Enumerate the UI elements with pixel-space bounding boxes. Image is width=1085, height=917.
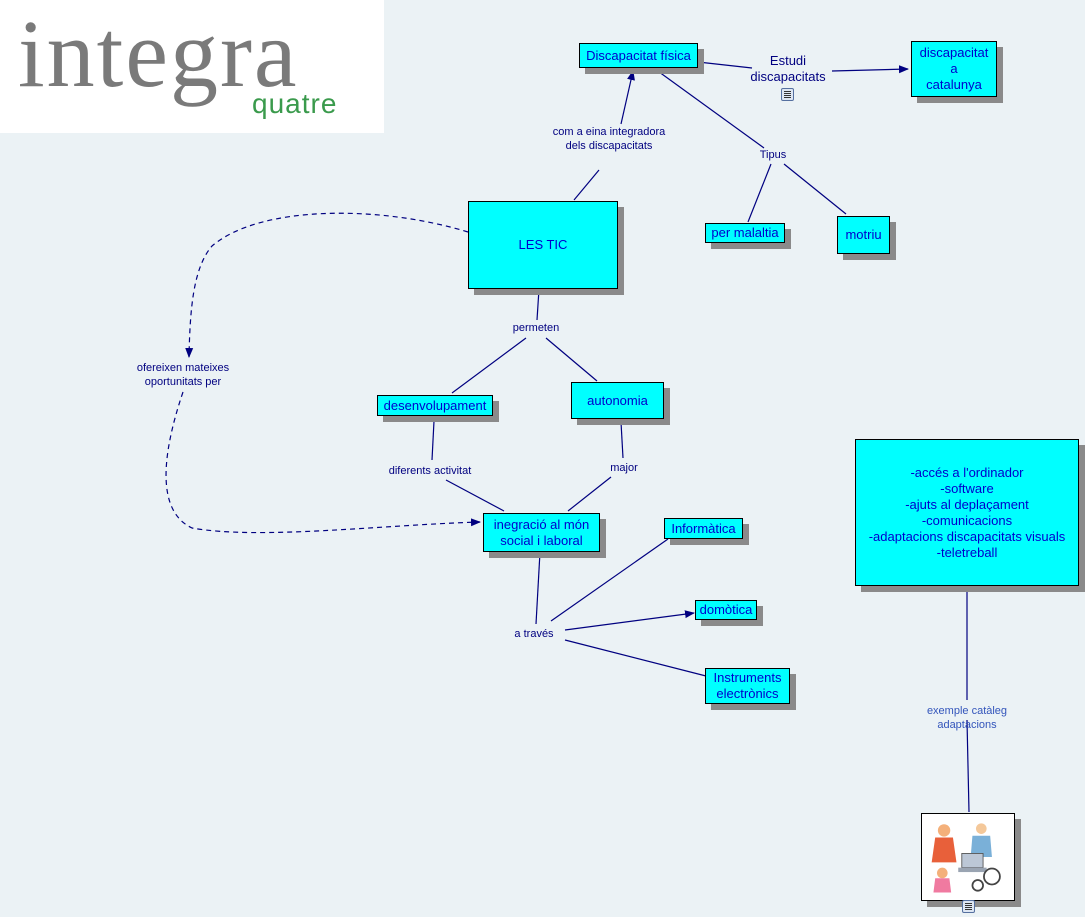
node-desenvolupament[interactable]: desenvolupament	[377, 395, 493, 416]
node-discapacitat-catalunya[interactable]: discapacitat a catalunya	[911, 41, 997, 97]
link-comaeina-fisica	[620, 70, 635, 125]
link-exemple-photo	[966, 719, 970, 813]
link-fisica-estudi	[697, 61, 753, 69]
node-instruments-electronics[interactable]: Instruments electrònics	[705, 668, 790, 704]
link-tipus-malaltia	[747, 163, 772, 223]
label-estudi-discapacitats: Estudi discapacitats	[750, 53, 826, 84]
link-fisica-tipus	[654, 68, 765, 149]
integra-quatre-logo: integra quatre	[0, 0, 384, 133]
label-com-a-eina: com a eina integradora dels discapacitat…	[552, 126, 666, 152]
link-tic-ofereixen	[185, 212, 469, 358]
link-tic-comaeina	[573, 169, 600, 201]
node-illustration[interactable]	[921, 813, 1015, 901]
link-tic-permeten	[536, 288, 540, 321]
node-domotica[interactable]: domòtica	[695, 600, 757, 620]
people-computer-illustration	[926, 818, 1010, 896]
label-exemple-cataleg: exemple catàleg adaptacions	[926, 705, 1008, 731]
document-icon[interactable]	[781, 88, 794, 101]
link-major-integracio	[567, 476, 612, 512]
link-estudi-catalunya	[831, 65, 909, 74]
label-a-traves: a través	[514, 628, 554, 640]
label-major: major	[610, 462, 638, 474]
link-integracio-atraves	[535, 551, 541, 625]
link-atraves-informatica	[550, 538, 669, 622]
label-diferents-activitat: diferents activitat	[388, 465, 472, 477]
link-ofereixen-integracio	[165, 391, 481, 534]
link-permeten-desenvolupament	[451, 337, 527, 394]
document-icon[interactable]	[962, 900, 975, 913]
link-autonomia-major	[620, 421, 624, 459]
node-per-malaltia[interactable]: per malaltia	[705, 223, 785, 243]
node-adaptacions[interactable]: -accés a l'ordinador -software -ajuts al…	[855, 439, 1079, 586]
node-motriu[interactable]: motriu	[837, 216, 890, 254]
node-discapacitat-fisica[interactable]: Discapacitat física	[579, 43, 698, 68]
node-les-tic[interactable]: LES TIC	[468, 201, 618, 289]
logo-main-text: integra	[18, 0, 299, 107]
node-autonomia[interactable]: autonomia	[571, 382, 664, 419]
node-integracio[interactable]: inegració al món social i laboral	[483, 513, 600, 552]
link-desenvolupament-diferents	[431, 420, 435, 461]
link-tipus-motriu	[783, 163, 847, 215]
node-informatica[interactable]: Informàtica	[664, 518, 743, 539]
label-permeten: permeten	[512, 322, 560, 334]
logo-sub-text: quatre	[252, 88, 338, 119]
link-permeten-autonomia	[545, 337, 598, 382]
link-atraves-domotica	[564, 610, 695, 631]
link-diferents-integracio	[445, 479, 505, 512]
link-atraves-instruments	[564, 639, 707, 677]
label-tipus: Tipus	[759, 149, 787, 161]
label-ofereixen: ofereixen mateixes oportunitats per	[136, 362, 230, 388]
